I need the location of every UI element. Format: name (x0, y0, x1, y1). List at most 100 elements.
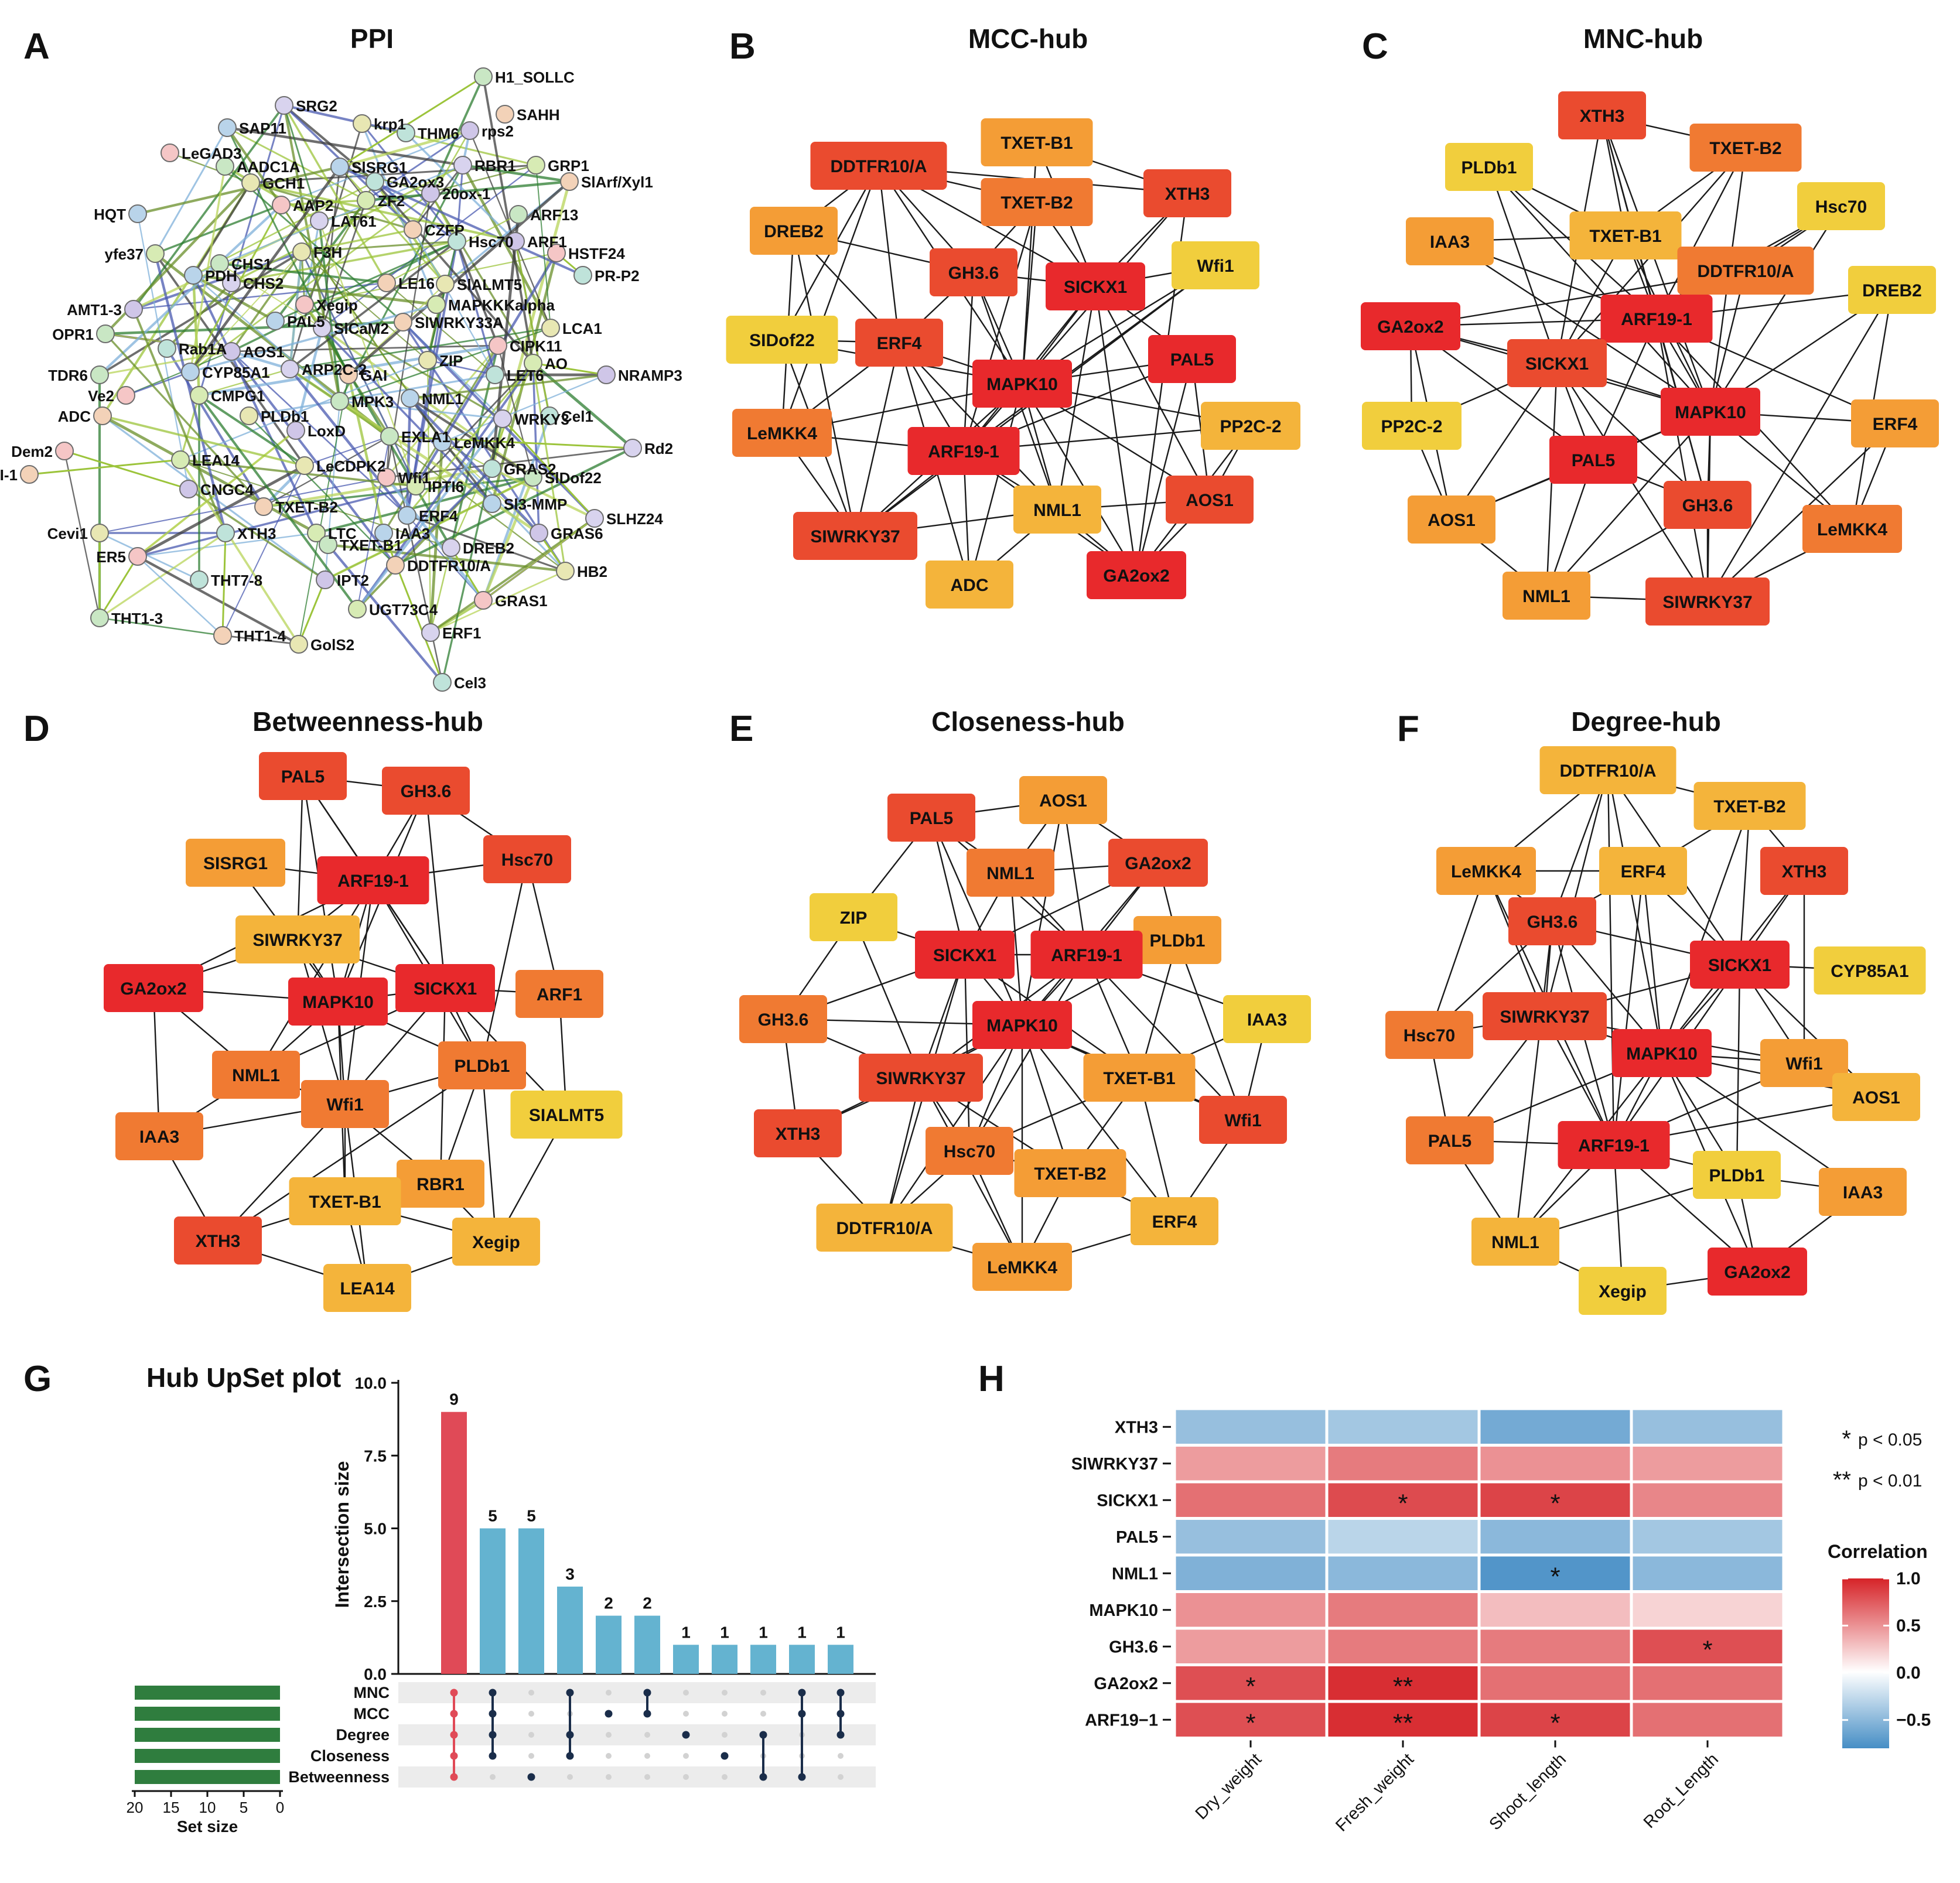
edge-iaa3-mapk10 (1449, 240, 1711, 413)
heatmap-row-label: PAL5 (1116, 1528, 1158, 1547)
heatmap-cell (1477, 1590, 1633, 1630)
ppi-label-cipk11: CIPK11 (510, 337, 562, 355)
node-box-siwrky37 (1645, 577, 1770, 626)
ppi-edge (301, 251, 428, 361)
edge-zip-siwrky37 (852, 917, 922, 1078)
ppi-edge (483, 518, 595, 601)
edge-arf19-1-hsc70 (968, 954, 1088, 1151)
ppi-edge (132, 104, 285, 310)
node-box-sickx1 (1690, 941, 1790, 989)
panel-letter-d: D (23, 709, 50, 749)
node-label-aos1: AOS1 (1186, 491, 1234, 510)
upset-dot (490, 1774, 496, 1780)
node-box-gh3-6 (930, 248, 1017, 296)
ppi-edge (155, 204, 282, 255)
node-sickx1: SICKX1 (1046, 262, 1145, 310)
ppi-edge (179, 459, 300, 645)
ppi-node-xegip (295, 295, 314, 314)
ppi-edge (192, 274, 276, 323)
node-box-hsc70 (1797, 182, 1885, 230)
edge-mapk10-ga2ox2 (1021, 383, 1138, 576)
ppi-edge (104, 333, 265, 508)
heatmap-star: * (1550, 1489, 1560, 1518)
upset-bar (634, 1615, 660, 1674)
upset-dot (527, 1773, 535, 1781)
node-label-gh3-6: GH3.6 (1682, 496, 1733, 515)
node-box-txet-b1 (1569, 211, 1682, 259)
node-mapk10: MAPK10 (288, 978, 388, 1026)
node-box-erf4 (855, 319, 943, 367)
heatmap-star: * (1398, 1489, 1408, 1518)
panel-letter-h: H (978, 1359, 1005, 1399)
ppi-edge (409, 397, 493, 505)
node-label-erf4: ERF4 (877, 334, 922, 353)
node-label-pldb1: PLDb1 (454, 1057, 510, 1076)
ppi-edge (347, 180, 571, 376)
node-box-wfi1 (1172, 241, 1259, 289)
node-label-txet-b1: TXET-B1 (309, 1192, 381, 1212)
edge-nml1-mapk10 (1009, 872, 1023, 1026)
node-label-txet-b2: TXET-B2 (1709, 139, 1781, 158)
ppi-edge (137, 556, 223, 636)
node-txet-b1: TXET-B1 (289, 1177, 401, 1225)
node-aos1: AOS1 (1408, 495, 1495, 544)
ppi-edge (189, 166, 226, 373)
ppi-node-sap11 (218, 118, 237, 137)
node-ddtfr10-a: DDTFR10/A (1539, 746, 1676, 794)
node-box-iaa3 (1223, 995, 1311, 1043)
node-box-lemkk4 (1802, 505, 1902, 553)
edge-gh3-6-arf19-1 (962, 272, 975, 452)
sig-legend-text1: p < 0.05 (1858, 1430, 1922, 1450)
node-hsc70: Hsc70 (483, 835, 571, 883)
ppi-label-lecdpk2: LeCDPK2 (316, 457, 385, 475)
ppi-edge (407, 514, 566, 572)
node-ga2ox2: GA2ox2 (1087, 551, 1186, 599)
ppi-node-mapkkkalpha (427, 295, 446, 314)
node-label-siwrky37: SIWRKY37 (1662, 593, 1752, 612)
node-label-sickx1: SICKX1 (414, 979, 477, 999)
ppi-edge (29, 459, 181, 476)
set-size-tick-label: 5 (240, 1799, 248, 1816)
node-box-wfi1 (1199, 1096, 1287, 1144)
ppi-label-opr1: OPR1 (52, 326, 94, 343)
ppi-edge (101, 414, 317, 535)
node-label-pldb1: PLDb1 (1709, 1166, 1764, 1185)
ppi-label-rps2: rps2 (482, 122, 514, 140)
node-label-hsc70: Hsc70 (1404, 1026, 1455, 1045)
node-box-wfi1 (1760, 1039, 1848, 1087)
ppi-edge (248, 374, 496, 417)
ppi-node-cmpg1 (190, 386, 209, 405)
node-box-ga2ox2 (1087, 551, 1186, 599)
ppi-label-sahh: SAHH (517, 106, 560, 124)
ppi-label-slcam2: SlCaM2 (334, 320, 389, 337)
ppi-label-zip: ZIP (439, 352, 463, 370)
upset-bar (480, 1528, 506, 1674)
upset-dot (838, 1774, 844, 1780)
node-box-txet-b1 (1083, 1054, 1196, 1102)
upset-bar (712, 1645, 737, 1674)
ppi-edge (325, 476, 534, 581)
node-xegip: Xegip (452, 1218, 540, 1266)
ppi-edge (227, 127, 367, 201)
node-box-dreb2 (750, 207, 838, 255)
node-zip: ZIP (810, 893, 897, 941)
edge-arf19-1-siwrky37 (1655, 318, 1709, 602)
ppi-label-aadc1a: AADC1A (237, 158, 301, 176)
node-siwrky37: SIWRKY37 (1645, 577, 1770, 626)
ppi-label-aos1: AOS1 (243, 343, 285, 361)
node-box-mapk10 (972, 1001, 1072, 1049)
ppi-label-hsc70: Hsc70 (469, 233, 514, 251)
node-arf19-1: ARF19-1 (1600, 295, 1713, 343)
node-arf19-1: ARF19-1 (1030, 931, 1143, 979)
node-label-ddtfr10-a: DDTFR10/A (830, 157, 927, 176)
edge-ddtfr10-a-lemkk4 (781, 165, 880, 433)
node-arf19-1: ARF19-1 (907, 427, 1020, 475)
ppi-label-cel1: Cel1 (561, 408, 593, 425)
ppi-node-krp1 (353, 114, 371, 133)
ppi-label-dreb2: DREB2 (463, 539, 514, 557)
ppi-edge (321, 327, 493, 505)
upset-bar-label: 9 (449, 1390, 459, 1409)
ppi-node-sldof22 (524, 468, 542, 487)
ppi-edge (132, 309, 227, 534)
node-ga2ox2: GA2ox2 (1708, 1248, 1807, 1296)
